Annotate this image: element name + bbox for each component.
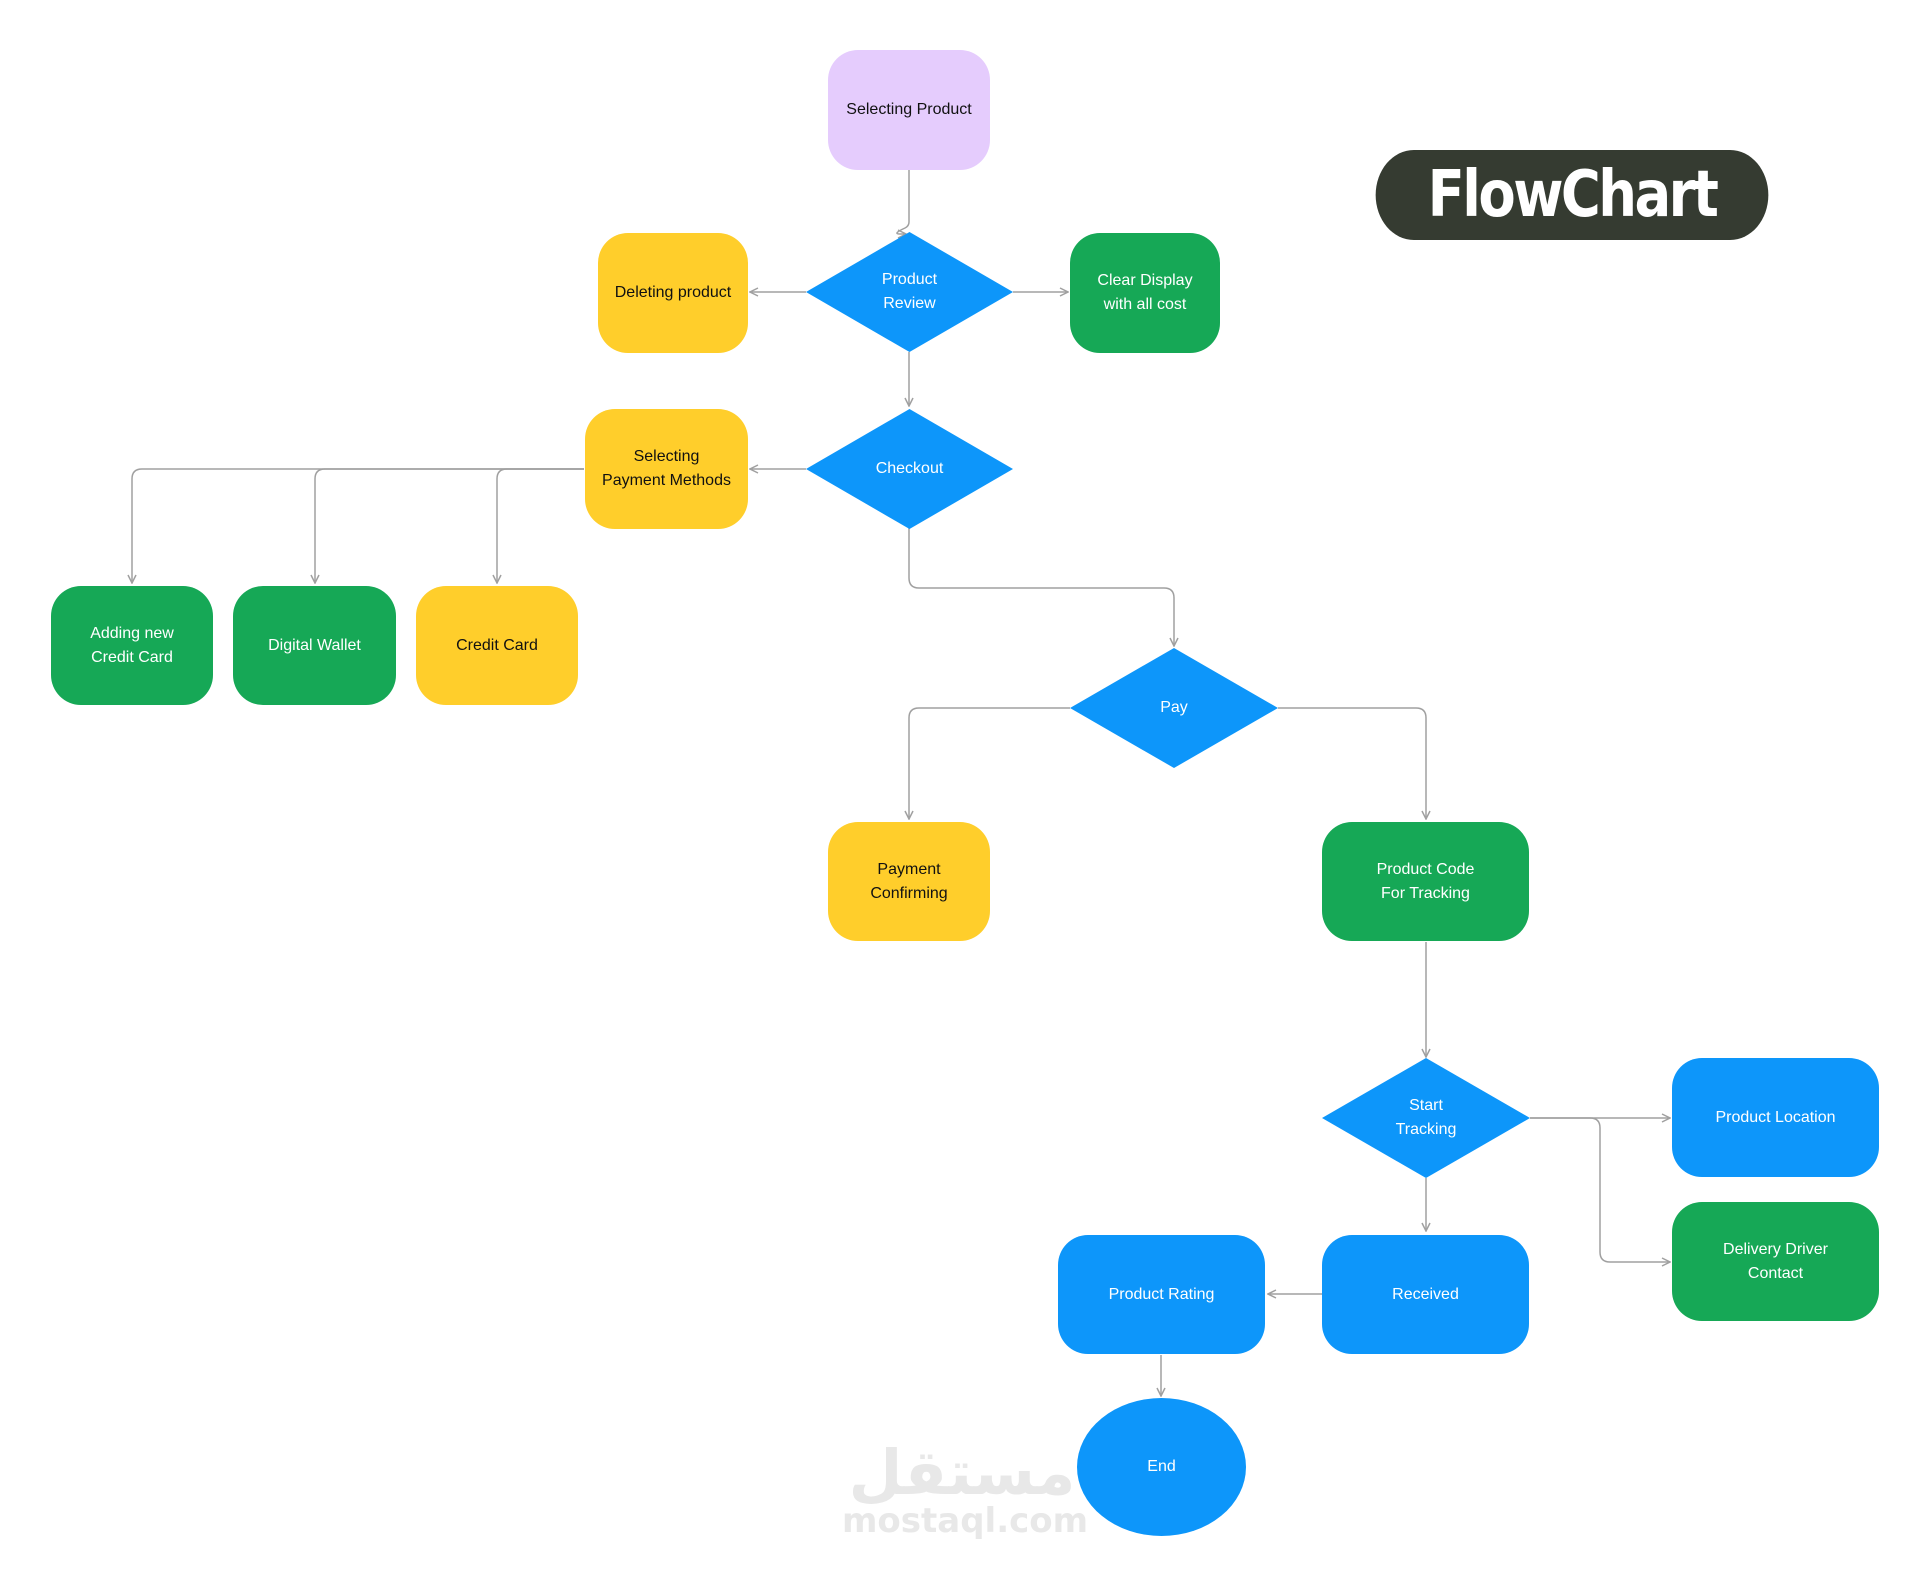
edge-payment-to-wallet	[315, 468, 584, 583]
node-clear-display[interactable]: Clear Display with all cost	[1070, 233, 1220, 353]
node-selecting-product[interactable]: Selecting Product	[828, 50, 990, 170]
node-product-location[interactable]: Product Location	[1672, 1058, 1879, 1177]
edge-checkout-to-pay	[908, 528, 1174, 646]
diamond-shape	[1070, 648, 1278, 768]
watermark-latin: mostaql.com	[842, 1501, 1089, 1541]
edge-pay-to-code	[1278, 707, 1426, 819]
diamond-shape	[1322, 1058, 1530, 1178]
watermark-logo: مستقل mostaql.com	[842, 1436, 1089, 1541]
node-credit-card[interactable]: Credit Card	[416, 586, 578, 705]
node-product-code-for-tracking[interactable]: Product Code For Tracking	[1322, 822, 1529, 941]
node-product-rating[interactable]: Product Rating	[1058, 1235, 1265, 1354]
node-end[interactable]: End	[1077, 1398, 1246, 1536]
node-selecting-payment-methods[interactable]: Selecting Payment Methods	[585, 409, 748, 529]
node-label: Product Review	[881, 271, 938, 312]
node-checkout[interactable]: Checkout	[806, 409, 1013, 529]
edge-tracking-to-driver	[1530, 1117, 1670, 1262]
edge-payment-to-adding	[132, 468, 584, 583]
node-adding-new-credit-card[interactable]: Adding new Credit Card	[51, 586, 213, 705]
edge-pay-to-confirming	[909, 707, 1070, 819]
node-label: Checkout	[875, 460, 944, 477]
node-start-tracking[interactable]: Start Tracking	[1322, 1058, 1530, 1178]
watermark-arabic: مستقل	[848, 1436, 1076, 1509]
flowchart-title: FlowChart	[1375, 150, 1769, 240]
diamond-shape	[806, 232, 1013, 352]
node-delivery-driver-contact[interactable]: Delivery Driver Contact	[1672, 1202, 1879, 1321]
edge-payment-to-credit	[497, 468, 584, 583]
node-label: Pay	[1160, 699, 1188, 716]
node-deleting-product[interactable]: Deleting product	[598, 233, 748, 353]
node-product-review[interactable]: Product Review	[806, 232, 1013, 352]
node-digital-wallet[interactable]: Digital Wallet	[233, 586, 396, 705]
edge-selecting-to-review	[896, 170, 910, 234]
node-payment-confirming[interactable]: Payment Confirming	[828, 822, 990, 941]
node-pay[interactable]: Pay	[1070, 648, 1278, 768]
node-received[interactable]: Received	[1322, 1235, 1529, 1354]
node-label: Start Tracking	[1395, 1097, 1457, 1138]
diamond-shape	[806, 409, 1013, 529]
